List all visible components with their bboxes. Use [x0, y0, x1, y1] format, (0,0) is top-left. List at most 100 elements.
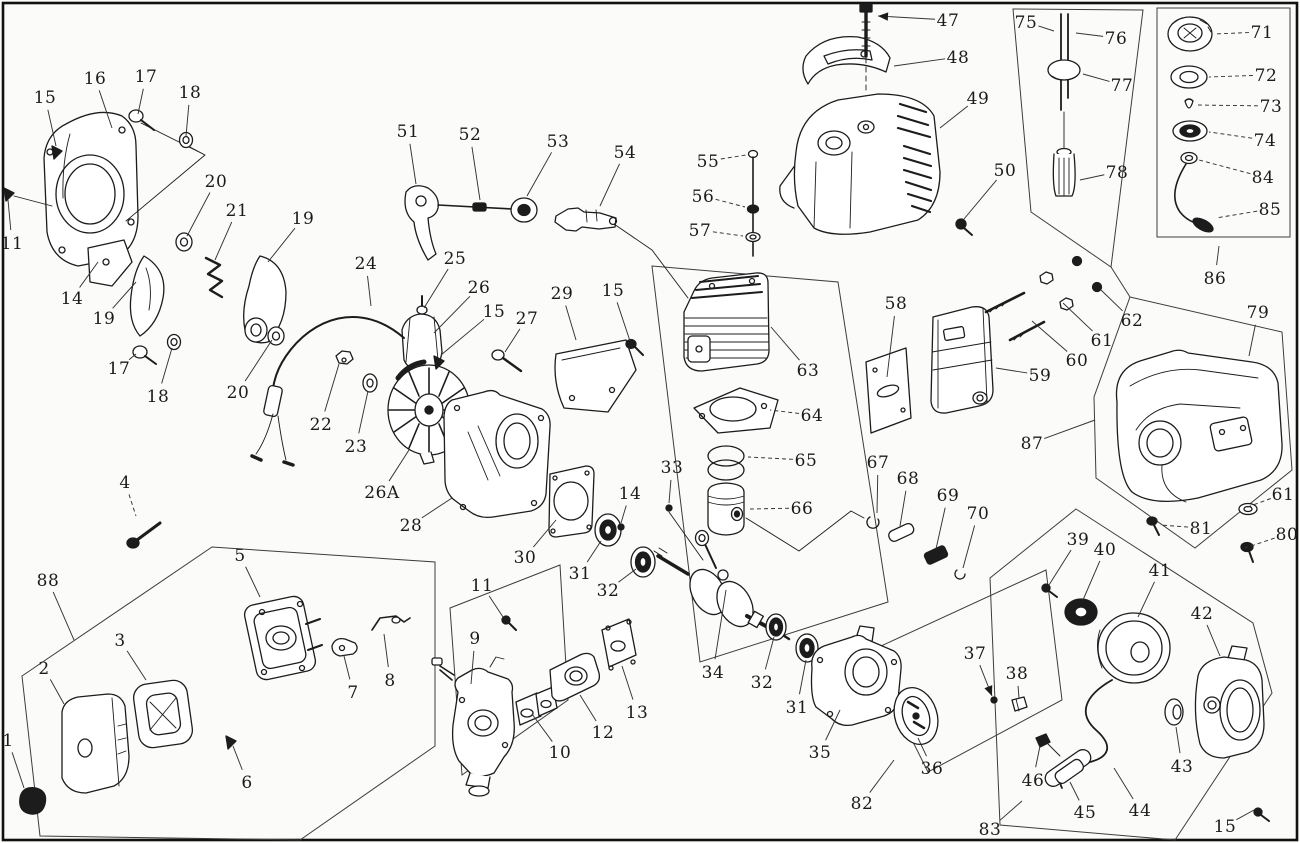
leader-line-35: [825, 709, 841, 741]
part-number-84: 84: [1252, 168, 1275, 188]
part-number-29: 29: [551, 284, 574, 304]
leader-line-29: [565, 305, 577, 341]
leader-line-19: [267, 227, 296, 263]
part-number-5: 5: [234, 546, 245, 566]
leader-line-81: [1159, 524, 1189, 528]
part-piston-rings: [707, 445, 745, 481]
part-number-34: 34: [702, 663, 725, 683]
part-number-15: 15: [1214, 817, 1237, 837]
part-number-15: 15: [602, 281, 625, 301]
part-starter-cover-top: [802, 35, 891, 85]
part-number-26A: 26A: [364, 483, 400, 503]
part-number-69: 69: [937, 486, 960, 506]
leader-line-31: [586, 540, 602, 563]
leader-line-58: [886, 315, 895, 378]
leader-line-17: [137, 88, 144, 115]
part-number-62: 62: [1121, 311, 1144, 331]
part-number-77: 77: [1111, 76, 1134, 96]
part-choke-lever: [331, 638, 358, 657]
leader-line-31: [798, 659, 807, 695]
leader-line-19: [112, 281, 137, 309]
leader-line-23: [358, 390, 369, 434]
part-intake-insulator: [549, 652, 601, 702]
part-throttle-rod: [371, 615, 411, 631]
part-crankcase-left: [443, 389, 551, 519]
leader-line-53: [526, 152, 553, 197]
leader-line-73: [1195, 104, 1259, 107]
leader-line-51: [409, 143, 417, 185]
part-number-85: 85: [1259, 200, 1282, 220]
part-spark-plug-assembly: [404, 185, 689, 299]
part-number-15: 15: [34, 88, 57, 108]
part-number-42: 42: [1191, 604, 1214, 624]
part-cylinder: [683, 272, 770, 372]
part-number-22: 22: [310, 415, 333, 435]
part-number-74: 74: [1254, 131, 1277, 151]
leader-line-8: [383, 633, 389, 668]
part-intake-plate: [601, 618, 637, 671]
part-number-7: 7: [347, 683, 358, 703]
part-number-58: 58: [885, 294, 908, 314]
part-number-78: 78: [1106, 163, 1129, 183]
group-box-fuel-tank: [1093, 296, 1293, 549]
part-flywheel-nut-washer: [335, 350, 378, 393]
part-number-81: 81: [1190, 519, 1213, 539]
leader-line-77: [1082, 73, 1110, 82]
part-filter-element: [132, 679, 194, 749]
leader-line-80: [1244, 537, 1275, 549]
part-number-70: 70: [967, 504, 990, 524]
leader-line-44: [1113, 767, 1134, 800]
part-filter-cover: [61, 693, 130, 794]
part-rewind-spring: [1064, 598, 1098, 626]
leader-line-20: [244, 339, 273, 382]
leader-line-12: [579, 694, 597, 722]
part-number-71: 71: [1251, 23, 1274, 43]
part-number-31: 31: [569, 564, 592, 584]
part-starter-handle: [1044, 749, 1092, 787]
part-number-11: 11: [1, 234, 24, 254]
part-number-12: 12: [592, 723, 615, 743]
part-number-39: 39: [1067, 530, 1090, 550]
leader-line-15: [1236, 809, 1255, 821]
part-number-48: 48: [947, 48, 970, 68]
part-crankcase-right: [810, 625, 902, 727]
leader-line-42: [1206, 624, 1221, 657]
part-number-61: 61: [1272, 485, 1295, 505]
part-number-54: 54: [614, 143, 637, 163]
part-number-32: 32: [597, 581, 620, 601]
leader-line-6: [232, 745, 243, 771]
part-ignition-coil: [250, 295, 443, 467]
group-box-fuel-cap: [1156, 7, 1291, 238]
part-number-56: 56: [692, 187, 715, 207]
part-case-screw: [617, 523, 625, 531]
leader-arrowhead-37: [984, 685, 993, 696]
part-number-2: 2: [38, 659, 49, 679]
leader-line-15: [47, 109, 57, 147]
part-number-53: 53: [547, 132, 570, 152]
leader-line-32: [764, 636, 775, 670]
leader-line-30: [532, 519, 557, 548]
leader-line-3: [126, 650, 147, 681]
leader-line-76: [1075, 32, 1104, 37]
part-number-4: 4: [119, 473, 130, 493]
part-oil-seal-right: [765, 613, 787, 641]
part-number-79: 79: [1247, 303, 1270, 323]
part-oil-seal-left: [630, 546, 656, 578]
part-number-88: 88: [37, 571, 60, 591]
part-muffler-gasket: [865, 347, 912, 434]
leader-line-34: [714, 589, 727, 660]
leader-line-61: [1062, 302, 1093, 332]
part-clutch-assembly: [3, 109, 287, 365]
part-number-25: 25: [444, 249, 467, 269]
part-number-41: 41: [1149, 561, 1172, 581]
part-number-82: 82: [851, 794, 874, 814]
part-number-59: 59: [1029, 366, 1052, 386]
leader-line-46: [1035, 745, 1041, 768]
leader-line-56: [715, 198, 746, 208]
part-number-17: 17: [108, 359, 131, 379]
leader-line-87: [1044, 419, 1096, 439]
leader-line-61: [1244, 498, 1271, 509]
part-filter-screw: [225, 735, 237, 750]
group-box-cylinder-piston: [651, 265, 889, 663]
